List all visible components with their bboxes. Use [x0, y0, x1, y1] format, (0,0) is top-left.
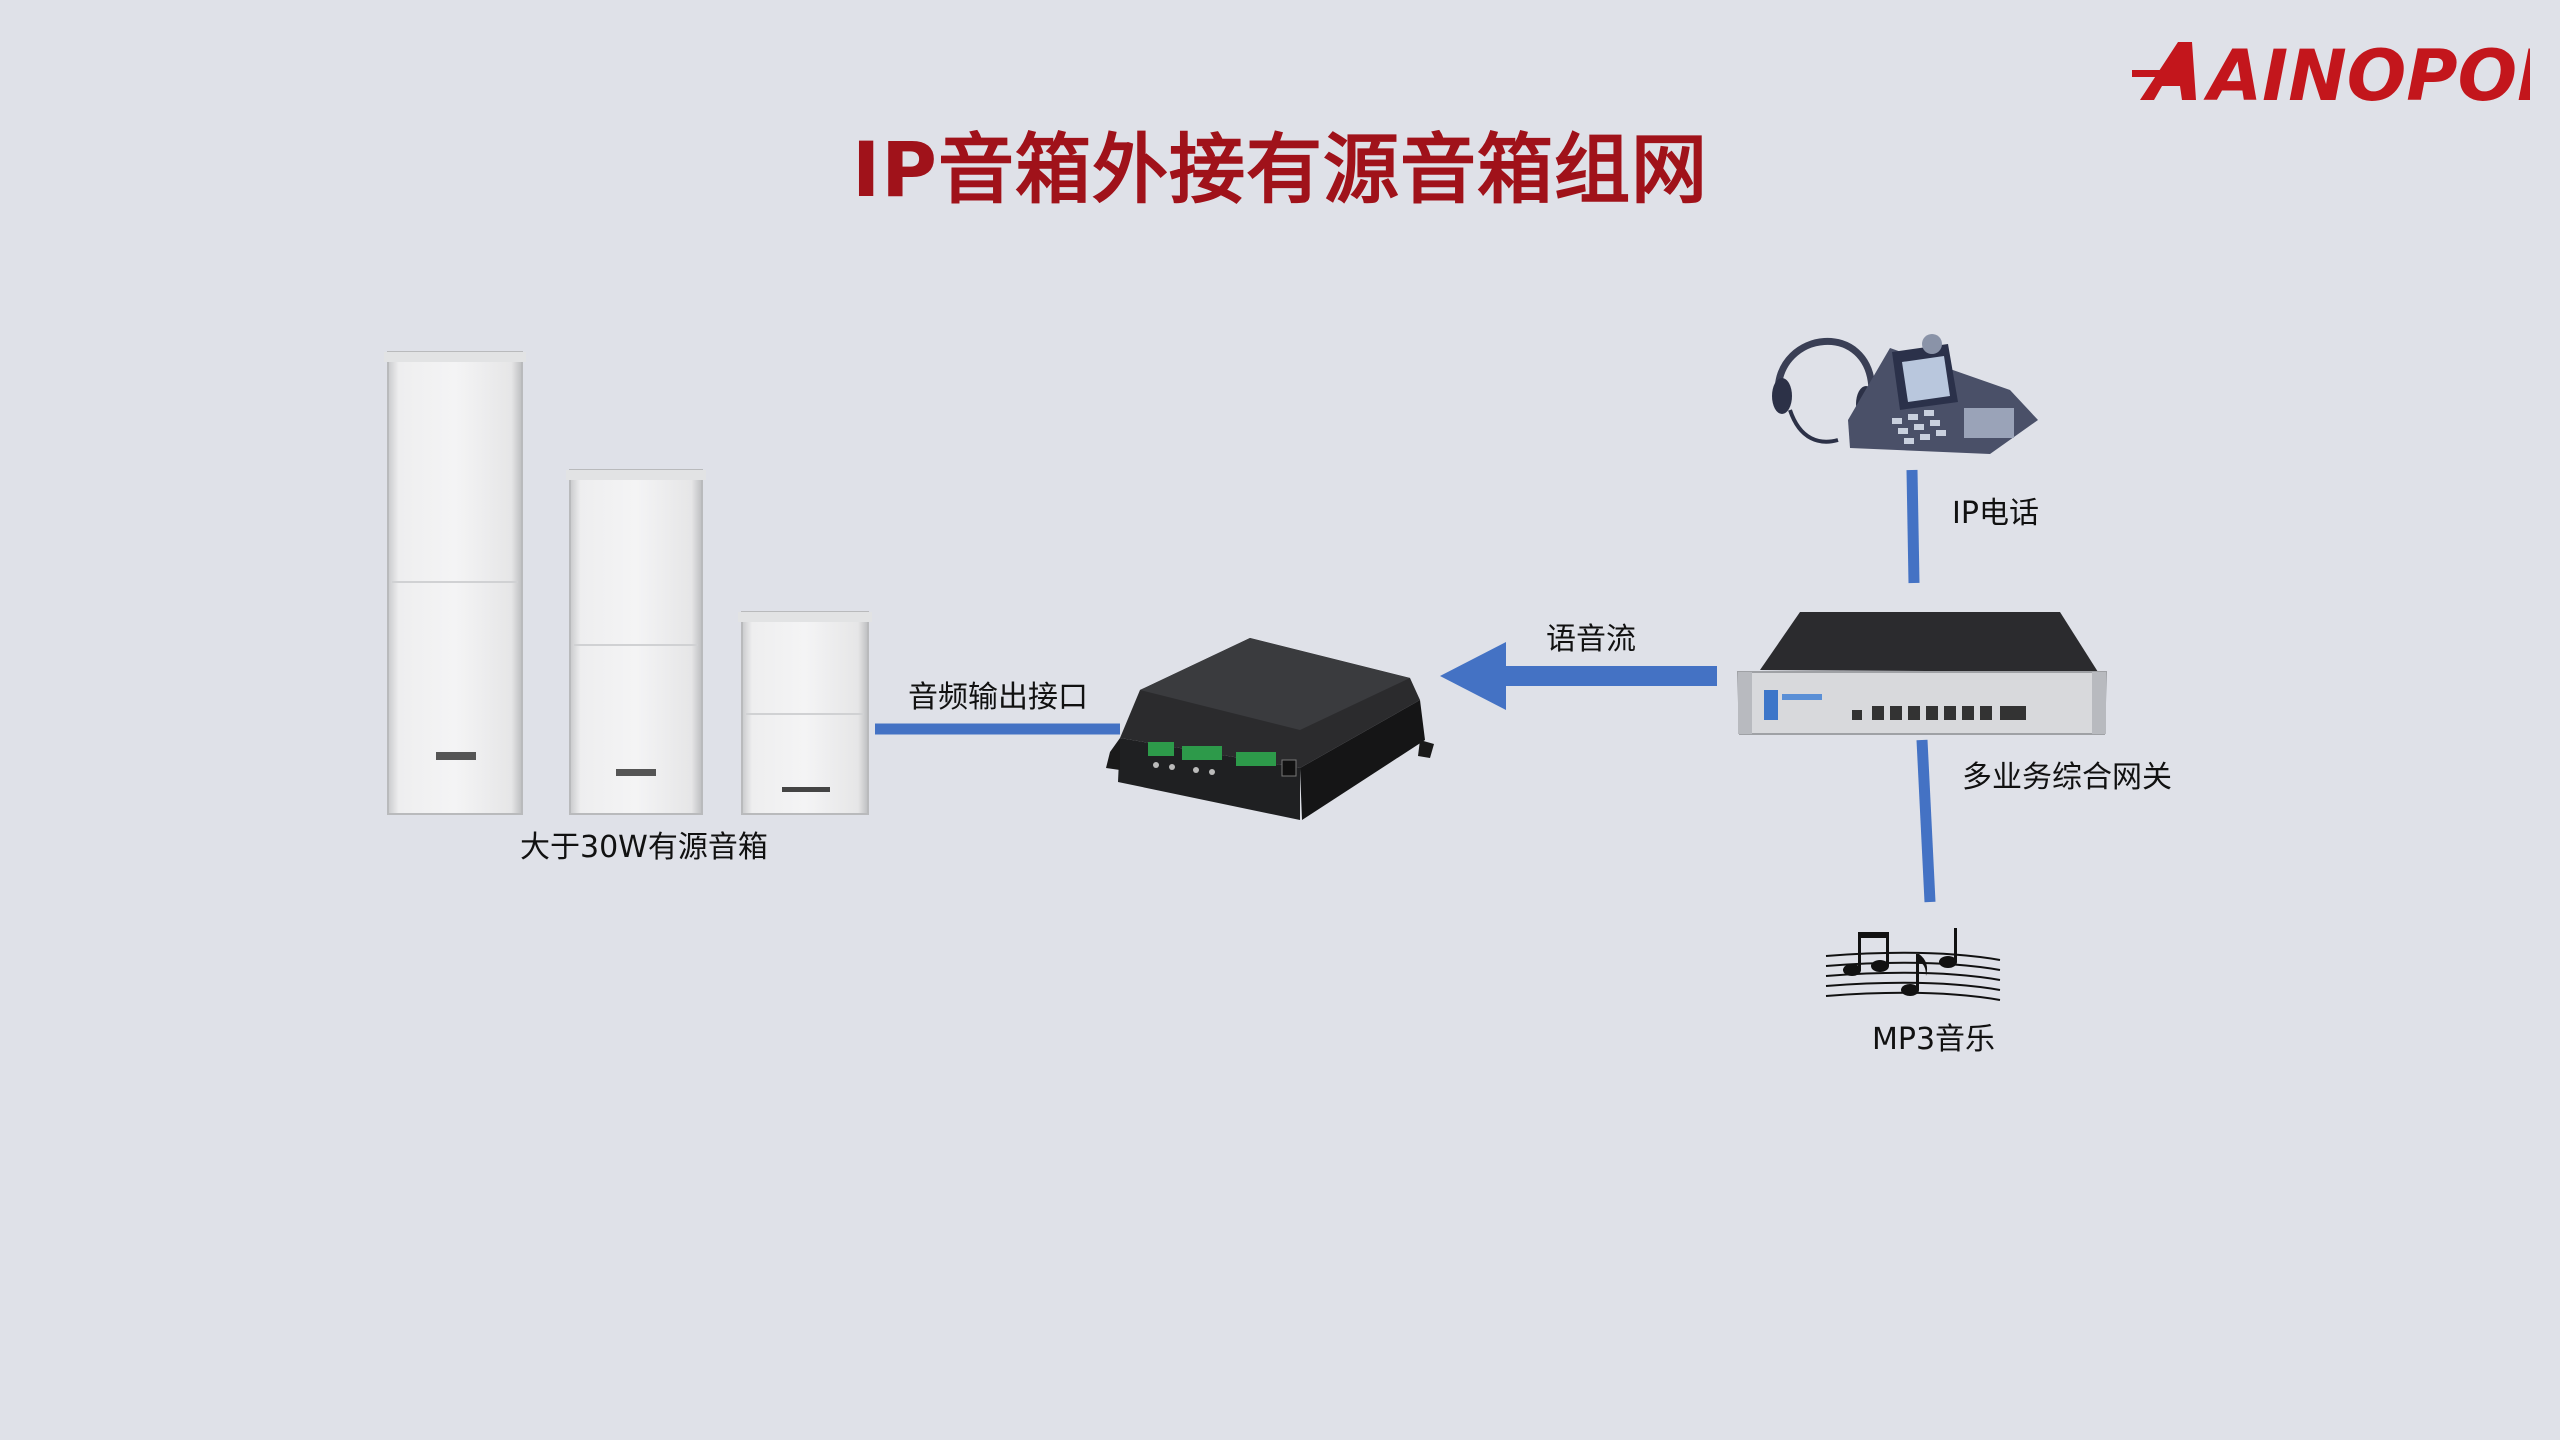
logo-text: AINOPOL: [2203, 35, 2530, 117]
link-phone-to-gateway: [1906, 469, 1920, 584]
ainopol-logo: AINOPOL: [2132, 35, 2530, 117]
page-title: IP音箱外接有源音箱组网: [852, 125, 1708, 214]
speaker-large: [384, 351, 526, 815]
speaker-small: [738, 611, 872, 815]
label-gateway: 多业务综合网关: [1962, 760, 2172, 795]
link-gateway-to-mp3: [1916, 739, 1936, 903]
speaker-medium: [566, 469, 706, 815]
label-mp3-music: MP3音乐: [1872, 1022, 1996, 1057]
voice-stream-arrow: [1440, 642, 1506, 710]
label-voice-stream: 语音流: [1546, 622, 1636, 657]
label-active-speakers: 大于30W有源音箱: [520, 830, 768, 865]
label-audio-output-port: 音频输出接口: [908, 680, 1088, 715]
label-ip-phone: IP电话: [1952, 496, 2039, 531]
